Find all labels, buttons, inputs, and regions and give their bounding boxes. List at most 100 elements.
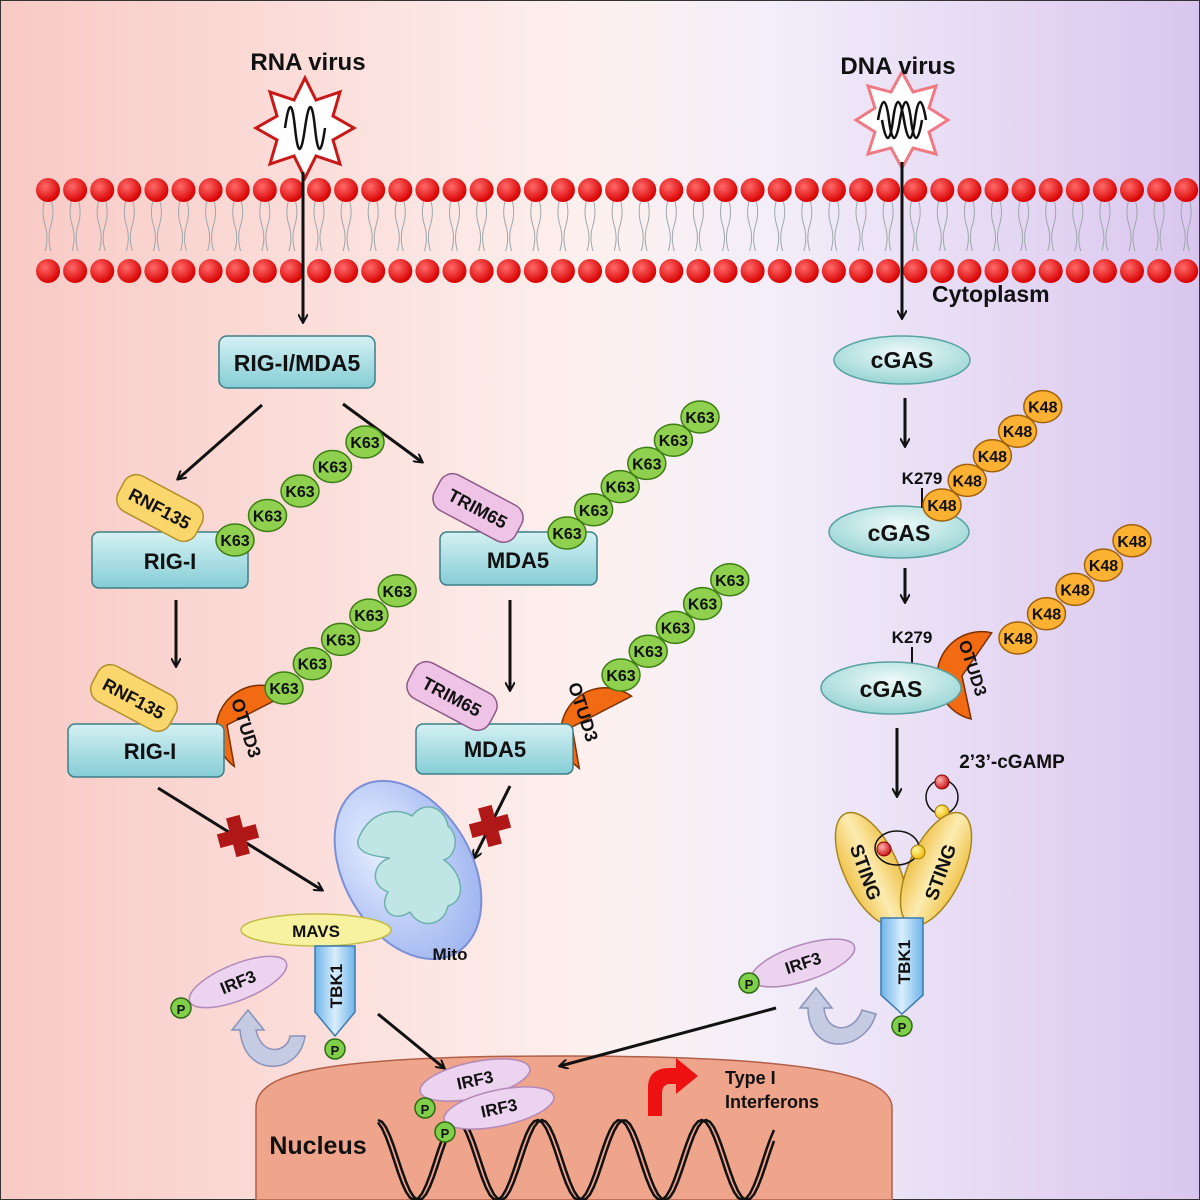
k48-ubiquitin-label: K48 <box>1028 400 1057 417</box>
lipid-head-outer <box>36 178 60 202</box>
cgamp-bound-red <box>876 841 892 857</box>
mda5-box-lower <box>415 723 574 775</box>
lipid-head-outer <box>713 178 738 202</box>
lipid-head-inner <box>90 259 115 283</box>
lipid-head-outer <box>903 178 928 202</box>
phospho-irf3-right-label: P <box>745 977 754 992</box>
k48-ubiquitin-label: K48 <box>1032 607 1061 624</box>
lipid-head-outer <box>496 178 521 202</box>
rig-i-label-lower: RIG-I <box>124 739 177 764</box>
dna-virus-label: DNA virus <box>840 53 955 80</box>
lipid-head-outer <box>144 178 169 202</box>
lipid-head-inner <box>713 259 738 283</box>
dna-strand-a <box>377 1118 776 1200</box>
cytoplasm-label: Cytoplasm <box>932 281 1050 307</box>
phospho-irf3-dimer-top <box>414 1097 436 1119</box>
lipid-head-outer <box>794 178 819 202</box>
arrow-irf3-left-to-nucleus <box>377 1012 444 1068</box>
block-cross-rig-i <box>216 814 260 858</box>
lipid-head-inner <box>361 259 386 283</box>
lipid-head-inner <box>659 259 684 283</box>
lipid-head-outer <box>1174 178 1199 202</box>
arrow-irf3-right-to-nucleus <box>560 1006 777 1066</box>
phospho-tbk1-left <box>324 1038 346 1060</box>
k63-ubiquitin-label: K63 <box>220 533 249 550</box>
lipid-head-inner <box>469 259 494 283</box>
lipid-head-inner <box>252 259 277 283</box>
k48-ubiquitin-ball <box>1026 596 1067 631</box>
k63-ubiquitin-label: K63 <box>606 480 635 497</box>
phospho-irf3-dimer-bottom-label: P <box>441 1126 450 1141</box>
k63-ubiquitin-label: K63 <box>298 657 327 674</box>
phosphorylation-curved-arrow-left <box>230 1008 306 1067</box>
k63-ubiquitin-label: K63 <box>634 644 663 661</box>
k63-ubiquitin-ball <box>573 493 614 527</box>
lipid-head-inner <box>957 259 982 283</box>
lipid-head-outer <box>1038 178 1063 202</box>
irf3-right: IRF3 <box>750 938 856 988</box>
lipid-head-outer <box>90 178 115 202</box>
lipid-head-outer <box>361 178 386 202</box>
rig-mda5-label: RIG-I/MDA5 <box>234 350 361 376</box>
phospho-irf3-dimer-bottom <box>434 1121 456 1143</box>
lipid-head-outer <box>279 178 304 202</box>
lipid-head-outer <box>388 178 413 202</box>
lipid-head-inner <box>442 259 467 283</box>
k48-ubiquitin-label: K48 <box>1089 558 1118 575</box>
lipid-head-outer <box>198 178 223 202</box>
k63-ubiquitin-label: K63 <box>552 526 581 543</box>
k63-ubiquitin-label: K63 <box>383 584 412 601</box>
k63-ubiquitin-ball <box>601 658 641 692</box>
ifn-label-line1: Type I <box>725 1068 776 1088</box>
dna-virus <box>853 68 951 172</box>
k63-ubiquitin-label: K63 <box>269 681 298 698</box>
k48-ubiquitin-ball <box>972 439 1013 473</box>
k48-ubiquitin-ball <box>922 488 962 522</box>
k48-ubiquitin-ball <box>1055 572 1095 607</box>
nucleus-label: Nucleus <box>269 1132 366 1160</box>
k63-ubiquitin-label: K63 <box>318 460 347 477</box>
k63-ubiquitin-ball <box>280 474 320 508</box>
lipid-head-inner <box>821 259 846 283</box>
mitochondrion <box>333 779 483 961</box>
lipid-head-inner <box>1147 259 1172 283</box>
lipid-head-inner <box>415 259 440 283</box>
k63-ubiquitin-ball <box>682 586 723 621</box>
lipid-head-inner <box>496 259 521 283</box>
lipid-head-inner <box>578 259 602 283</box>
cgas-bottom <box>820 661 962 715</box>
lipid-head-outer <box>659 178 684 202</box>
k48-ubiquitin-label: K48 <box>953 473 982 490</box>
lipid-head-inner <box>1011 259 1036 283</box>
lipid-head-outer <box>957 178 982 202</box>
k48-ubiquitin-ball <box>998 621 1038 655</box>
cgamp-molecule-free <box>925 774 959 820</box>
lipid-head-inner <box>632 259 657 283</box>
phosphorylation-curved-arrow-right <box>798 986 877 1045</box>
rna-virus-label: RNA virus <box>250 49 365 76</box>
lipid-head-inner <box>1120 259 1144 283</box>
k48-ubiquitin-ball <box>1023 389 1063 424</box>
mavs-label: MAVS <box>292 922 340 941</box>
k63-ubiquitin-ball <box>627 446 667 481</box>
k63-ubiquitin-ball <box>377 574 417 608</box>
cgas-top-label: cGAS <box>871 347 934 373</box>
lipid-head-outer <box>63 178 88 202</box>
k63-ubiquitin-ball <box>655 610 696 645</box>
lipid-head-outer <box>1120 178 1144 202</box>
transcription-arrow <box>648 1058 698 1116</box>
k63-ubiquitin-label: K63 <box>661 620 690 637</box>
k63-ubiquitin-label: K63 <box>354 608 383 625</box>
k48-ubiquitin-ball <box>1112 524 1152 558</box>
lipid-head-outer <box>1011 178 1036 202</box>
lipid-head-outer <box>171 178 196 202</box>
lipid-head-inner <box>876 259 901 283</box>
lipid-head-inner <box>794 259 819 283</box>
lipid-head-outer <box>1065 178 1090 202</box>
phospho-tbk1-left-label: P <box>331 1043 340 1058</box>
lipid-head-inner <box>36 259 60 283</box>
lipid-head-inner <box>279 259 304 283</box>
